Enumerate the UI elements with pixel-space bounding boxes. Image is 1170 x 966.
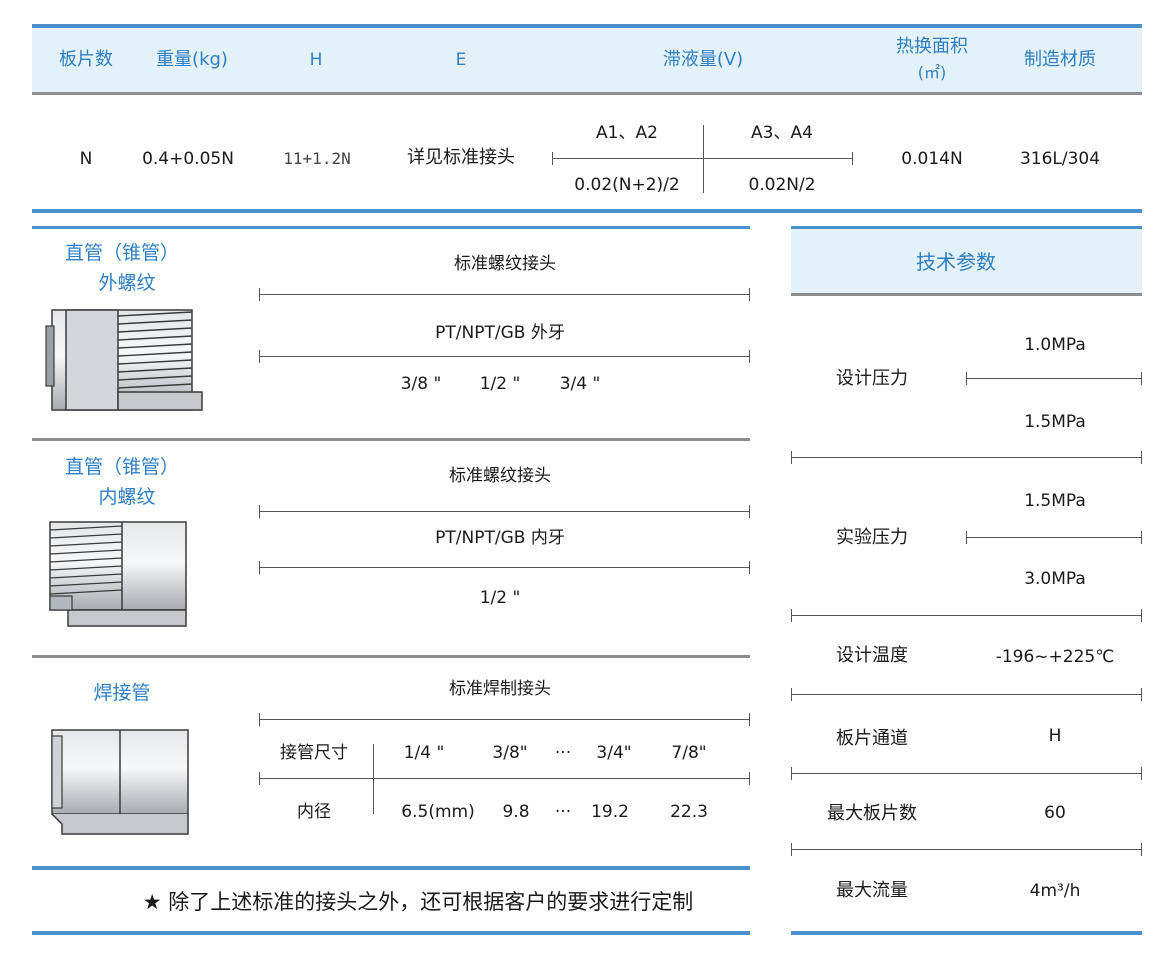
tech-rule-2 xyxy=(791,609,1142,622)
tech-header xyxy=(791,229,1142,293)
header-rule xyxy=(32,92,1142,95)
tech-rule-5 xyxy=(791,843,1142,856)
max-plates-label: 最大板片数 xyxy=(827,803,917,824)
cell-volume-a34: A3、A4 xyxy=(751,123,813,143)
tech-rule-3 xyxy=(791,688,1142,701)
cell-weight: 0.4+0.05N xyxy=(142,149,234,169)
section3-bore-label: 内径 xyxy=(297,802,331,822)
section3-size-3: ··· xyxy=(554,743,572,763)
tech-bottom-rule xyxy=(791,931,1142,935)
section3-rule-1 xyxy=(259,713,750,726)
design-temp-label: 设计温度 xyxy=(836,645,908,666)
section2-bottom-rule xyxy=(32,655,750,658)
max-flow-label: 最大流量 xyxy=(836,880,908,901)
channel-label: 板片通道 xyxy=(836,728,908,749)
section1-bottom-rule xyxy=(32,438,750,441)
footnote: ★ 除了上述标准的接头之外，还可根据客户的要求进行定制 xyxy=(142,890,694,914)
design-pressure-rule xyxy=(966,372,1142,385)
section3-bore-5: 22.3 xyxy=(670,802,708,822)
cell-volume-a34-value: 0.02N/2 xyxy=(748,175,816,195)
section1-title: 直管（锥管） xyxy=(64,242,180,264)
tech-top-rule xyxy=(791,226,1142,229)
cell-volume-a12: A1、A2 xyxy=(596,123,658,143)
section1-label: 标准螺纹接头 xyxy=(454,254,556,274)
section3-rule-2 xyxy=(259,772,750,785)
section3-bore-3: ··· xyxy=(554,802,572,822)
design-pressure-value-2: 1.5MPa xyxy=(1024,412,1086,432)
volume-divider-h xyxy=(552,152,853,165)
section2-size-1: 1/2 " xyxy=(479,588,521,608)
section1-rule-2 xyxy=(259,350,750,363)
cell-material: 316L/304 xyxy=(1019,149,1101,169)
section2-subtitle: 内螺纹 xyxy=(98,486,156,508)
max-plates-value: 60 xyxy=(1044,803,1066,823)
test-pressure-label: 实验压力 xyxy=(836,527,908,548)
tech-header-rule xyxy=(791,293,1142,296)
left-top-rule xyxy=(32,226,750,229)
header-volume: 滞液量(V) xyxy=(662,49,744,70)
cell-h: 11+1.2N xyxy=(283,149,351,168)
design-pressure-value-1: 1.0MPa xyxy=(1024,335,1086,355)
footnote-top-rule xyxy=(32,866,750,870)
table-header xyxy=(32,28,1142,92)
section2-title: 直管（锥管） xyxy=(64,456,180,478)
external-thread-fitting-image xyxy=(45,309,203,411)
section2-rule-2 xyxy=(259,561,750,574)
test-pressure-rule xyxy=(966,531,1142,544)
header-h: H xyxy=(309,50,323,70)
section3-size-label: 接管尺寸 xyxy=(280,743,348,763)
section3-bore-4: 19.2 xyxy=(591,802,629,822)
section1-subtitle: 外螺纹 xyxy=(98,272,156,294)
section1-size-1: 3/8 " xyxy=(400,374,442,394)
section1-size-3: 3/4 " xyxy=(559,374,601,394)
section3-size-1: 1/4 " xyxy=(403,743,445,763)
test-pressure-value-2: 3.0MPa xyxy=(1024,569,1086,589)
header-plates: 板片数 xyxy=(59,49,113,70)
section3-title: 焊接管 xyxy=(93,682,151,704)
cell-e: 详见标准接头 xyxy=(407,147,515,168)
section3-size-4: 3/4" xyxy=(596,743,632,763)
top-rule xyxy=(32,24,1142,28)
tech-rule-1 xyxy=(791,451,1142,464)
section2-rule-1 xyxy=(259,505,750,518)
design-pressure-label: 设计压力 xyxy=(836,368,908,389)
header-material: 制造材质 xyxy=(1024,49,1096,70)
volume-divider-v xyxy=(703,125,704,193)
section2-thread: PT/NPT/GB 内牙 xyxy=(435,528,565,548)
footnote-bottom-rule xyxy=(32,931,750,935)
section1-rule-1 xyxy=(259,288,750,301)
section1-thread: PT/NPT/GB 外牙 xyxy=(435,323,565,343)
internal-thread-fitting-image xyxy=(49,521,187,627)
header-area-unit: (㎡) xyxy=(917,63,947,82)
cell-area: 0.014N xyxy=(901,149,963,169)
channel-value: H xyxy=(1048,726,1062,746)
section3-label: 标准焊制接头 xyxy=(449,679,551,699)
tech-title: 技术参数 xyxy=(916,250,996,274)
header-weight: 重量(kg) xyxy=(156,49,228,70)
test-pressure-value-1: 1.5MPa xyxy=(1024,491,1086,511)
cell-plates: N xyxy=(79,149,93,169)
section3-bore-2: 9.8 xyxy=(502,802,530,822)
section3-divider xyxy=(373,744,374,814)
section3-size-5: 7/8" xyxy=(671,743,707,763)
design-temp-value: -196~+225℃ xyxy=(995,647,1115,667)
section3-size-2: 3/8" xyxy=(492,743,528,763)
table-bottom-rule xyxy=(32,209,1142,213)
section3-bore-1: 6.5(mm) xyxy=(401,802,475,822)
cell-volume-a12-value: 0.02(N+2)/2 xyxy=(574,175,680,195)
section1-size-2: 1/2 " xyxy=(479,374,521,394)
header-e: E xyxy=(455,50,467,70)
header-area: 热换面积 xyxy=(896,36,968,57)
max-flow-value: 4m³/h xyxy=(1029,881,1081,901)
section2-label: 标准螺纹接头 xyxy=(449,466,551,486)
tech-rule-4 xyxy=(791,767,1142,780)
weld-fitting-image xyxy=(51,729,189,835)
